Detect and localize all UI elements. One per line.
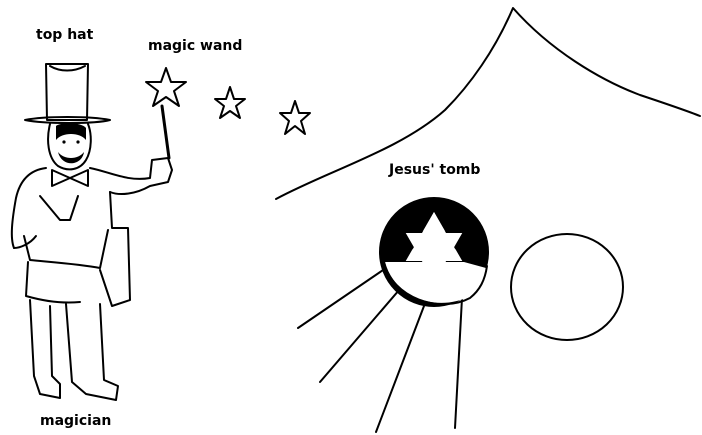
magician-label: magician — [40, 414, 111, 428]
mountain-outline — [276, 8, 700, 199]
jesus-tomb-label: Jesus' tomb — [389, 163, 480, 177]
magic-wand — [162, 106, 169, 158]
magic-wand-label: magic wand — [148, 39, 242, 53]
top-hat-label: top hat — [36, 28, 93, 42]
star-icon — [280, 101, 310, 134]
magic-stars — [146, 68, 310, 134]
jesus-tomb — [380, 198, 488, 306]
top-hat — [25, 64, 110, 123]
magician-figure — [12, 64, 172, 400]
tomb-stone — [511, 234, 623, 340]
star-icon — [215, 87, 245, 118]
star-icon — [146, 68, 186, 106]
